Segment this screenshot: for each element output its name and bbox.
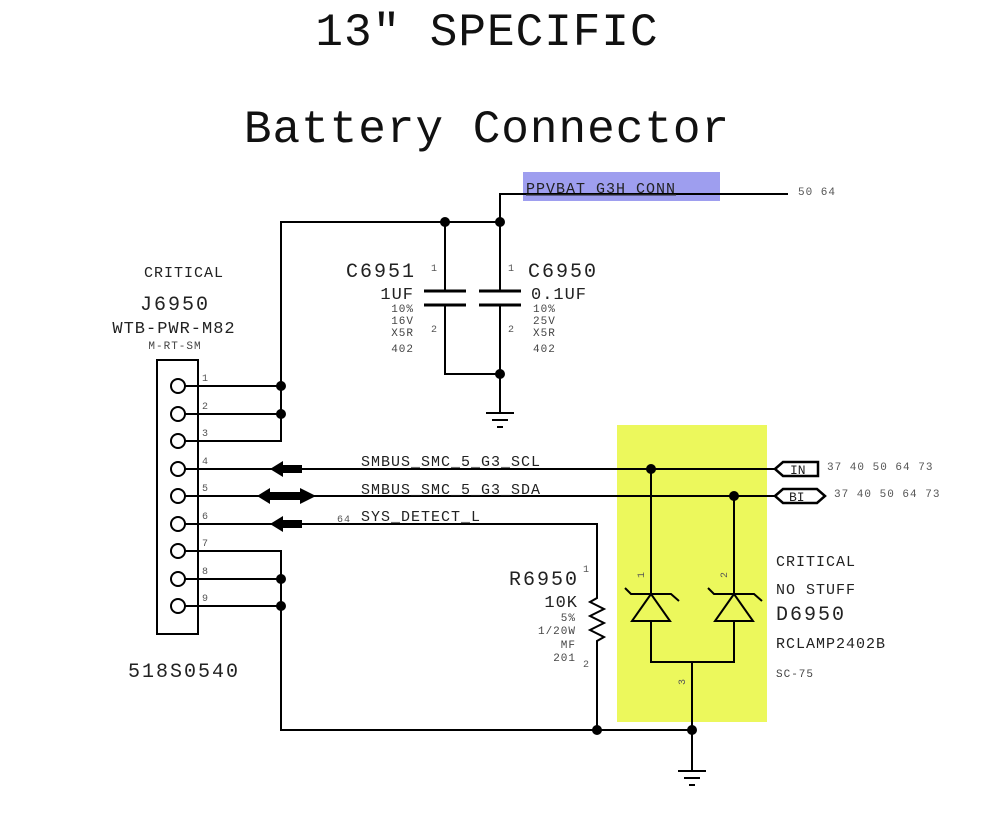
pin-number: 7	[202, 539, 208, 550]
pin-number: 4	[202, 457, 208, 468]
pin-number: 9	[202, 594, 208, 605]
tolerance-c6950: 10%	[533, 304, 556, 316]
connector-pin-1[interactable]	[170, 378, 186, 394]
pin-number: 2	[431, 325, 437, 336]
net-label-scl[interactable]: SMBUS_SMC_5_G3_SCL	[361, 454, 541, 471]
pin-number: 3	[678, 679, 689, 685]
diode-part: RCLAMP2402B	[776, 636, 886, 653]
size-r6950: 201	[553, 653, 576, 665]
pin-number: 1	[508, 264, 514, 275]
connector-pin-8[interactable]	[170, 571, 186, 587]
junction	[687, 725, 697, 735]
junction	[276, 574, 286, 584]
pin-number: 2	[508, 325, 514, 336]
connector-pin-4[interactable]	[170, 461, 186, 477]
connector-pin-3[interactable]	[170, 433, 186, 449]
tolerance-r6950: 5%	[561, 613, 576, 625]
net-page-ref-sys-detect: 64	[337, 515, 351, 526]
refdes-r6950: R6950	[509, 569, 579, 592]
connector-part: WTB-PWR-M82	[112, 320, 235, 339]
wire-ground-return	[185, 550, 692, 731]
connector-j6950[interactable]: CRITICAL J6950 WTB-PWR-M82 M-RT-SM 518S0…	[112, 265, 240, 684]
arrow-bidirectional-icon	[257, 488, 316, 504]
dielectric-c6951: X5R	[391, 328, 414, 340]
arrow-in-icon	[270, 461, 302, 477]
connector-tag: CRITICAL	[144, 265, 224, 282]
refdes-c6951: C6951	[346, 261, 416, 284]
junction	[276, 381, 286, 391]
value-c6950: 0.1UF	[531, 286, 587, 305]
refdes-d6950: D6950	[776, 604, 846, 627]
connector-package: M-RT-SM	[148, 341, 201, 353]
port-label-sda: BI	[789, 490, 805, 505]
diode-tag-no-stuff: NO STUFF	[776, 582, 856, 599]
port-in-icon	[773, 460, 820, 478]
voltage-c6951: 16V	[391, 316, 414, 328]
net-sda[interactable]: SMBUS_SMC_5_G3_SDA BI 37 40 50 64 73	[185, 482, 940, 505]
connector-pin-2[interactable]	[170, 406, 186, 422]
wire-pin3	[185, 386, 282, 442]
size-c6951: 402	[391, 344, 414, 356]
tolerance-c6951: 10%	[391, 304, 414, 316]
net-scl[interactable]: SMBUS_SMC_5_G3_SCL IN 37 40 50 64 73	[185, 454, 933, 478]
pin-number: 2	[202, 402, 208, 413]
port-label-scl: IN	[790, 463, 806, 478]
capacitor-c6950[interactable]: 1 2 C6950 0.1UF 10% 25V X5R 402	[479, 222, 598, 413]
sheet-subtitle: Battery Connector	[244, 104, 730, 156]
refdes-c6950: C6950	[528, 261, 598, 284]
type-r6950: MF	[561, 640, 576, 652]
pin-number: 1	[202, 374, 208, 385]
diode-d6950[interactable]: 1 2 3 CRITICAL NO STUFF D6950 RCLAMP2402…	[624, 469, 886, 770]
connector-pin-7[interactable]	[170, 543, 186, 559]
connector-pin-6[interactable]	[170, 516, 186, 532]
pin-number: 1	[431, 264, 437, 275]
connector-pin-9[interactable]	[170, 598, 186, 614]
arrow-in-icon	[270, 516, 302, 532]
net-label-ppvbat[interactable]: PPVBAT_G3H_CONN	[526, 181, 676, 198]
diode-tag-critical: CRITICAL	[776, 554, 856, 571]
net-page-refs-sda[interactable]: 37 40 50 64 73	[834, 489, 940, 501]
pin-number: 5	[202, 484, 208, 495]
junction	[495, 369, 505, 379]
pin-number: 8	[202, 567, 208, 578]
net-highlight-ppvbat	[523, 172, 720, 201]
net-label-sys-detect[interactable]: SYS_DETECT_L	[361, 509, 481, 526]
refdes-j6950: J6950	[140, 294, 210, 317]
junction	[592, 725, 602, 735]
pin-number: 3	[202, 429, 208, 440]
sheet-title: 13" SPECIFIC	[315, 7, 658, 59]
dielectric-c6950: X5R	[533, 328, 556, 340]
pin-number: 2	[583, 660, 589, 671]
ground-icon	[678, 770, 706, 786]
pin-number: 1	[637, 572, 648, 578]
port-bidirectional-icon	[773, 487, 827, 505]
pin-number: 6	[202, 512, 208, 523]
net-page-refs-scl[interactable]: 37 40 50 64 73	[827, 462, 933, 474]
connector-part-number: 518S0540	[128, 661, 240, 684]
junction	[276, 601, 286, 611]
diode-package: SC-75	[776, 669, 814, 681]
net-page-refs-ppvbat[interactable]: 50 64	[798, 187, 836, 199]
resistor-r6950[interactable]: 1 2 R6950 10K 5% 1/20W MF 201	[509, 565, 607, 730]
ground-icon	[486, 412, 514, 428]
size-c6950: 402	[533, 344, 556, 356]
voltage-c6950: 25V	[533, 316, 556, 328]
net-ppvbat[interactable]: PPVBAT_G3H_CONN 50 64	[499, 181, 836, 222]
pin-number: 2	[720, 572, 731, 578]
connector-pin-5[interactable]	[170, 488, 186, 504]
net-sys-detect[interactable]: 64 SYS_DETECT_L	[185, 509, 598, 590]
junction	[276, 409, 286, 419]
power-r6950: 1/20W	[538, 626, 576, 638]
net-label-sda[interactable]: SMBUS_SMC_5_G3_SDA	[361, 482, 541, 499]
value-c6951: 1UF	[380, 286, 414, 305]
wire-vbat-rail	[280, 221, 500, 386]
capacitor-c6951[interactable]: 1 2 C6951 1UF 10% 16V X5R 402	[346, 222, 500, 375]
value-r6950: 10K	[544, 594, 578, 613]
pin-number: 1	[583, 565, 589, 576]
